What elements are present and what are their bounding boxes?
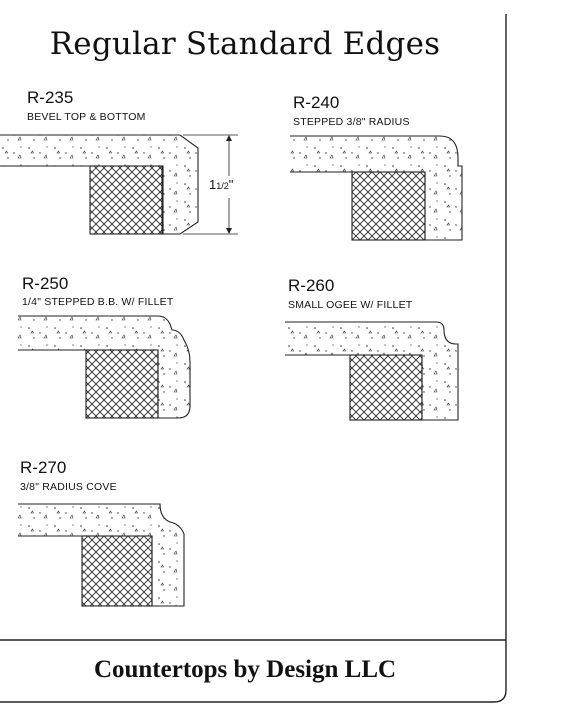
profile-r240: [290, 135, 463, 241]
page-border: [0, 14, 507, 703]
edge-code-r240: R-240: [293, 93, 340, 112]
dimension-fraction: 1/2: [216, 181, 229, 191]
profile-r270: [18, 503, 185, 607]
profile-r260: [285, 321, 459, 421]
edge-code-r260: R-260: [288, 276, 335, 295]
profile-r250: [18, 315, 191, 419]
edge-description-r250: 1/4" STEPPED B.B. W/ FILLET: [22, 296, 174, 308]
thickness-dimension: 11/2": [209, 177, 233, 192]
edge-description-r235: BEVEL TOP & BOTTOM: [27, 111, 146, 123]
page-title: Regular Standard Edges: [49, 26, 441, 62]
dimension-unit: ": [228, 177, 234, 192]
edge-code-r235: R-235: [27, 88, 74, 107]
edge-description-r260: SMALL OGEE W/ FILLET: [288, 299, 413, 311]
edge-description-r270: 3/8" RADIUS COVE: [20, 481, 117, 493]
edge-description-r240: STEPPED 3/8" RADIUS: [293, 116, 410, 128]
company-name: Countertops by Design LLC: [93, 656, 397, 683]
edge-code-r270: R-270: [20, 458, 67, 477]
edge-code-r250: R-250: [22, 274, 69, 293]
profile-r235: [0, 134, 238, 235]
dimension-whole: 1: [209, 177, 217, 192]
